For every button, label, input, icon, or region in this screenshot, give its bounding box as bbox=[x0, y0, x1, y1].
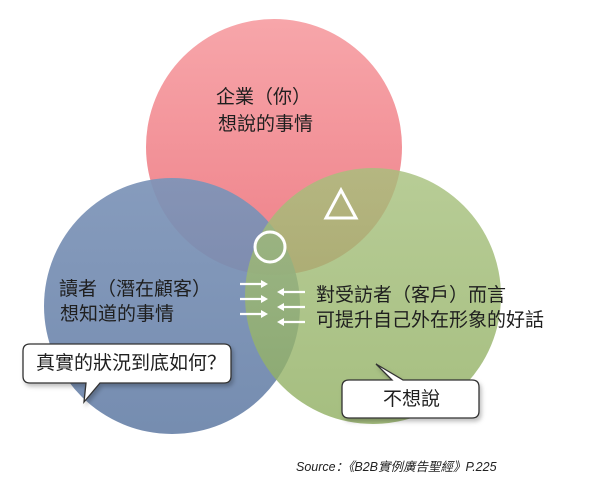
interviewee-callout-bubble bbox=[341, 363, 480, 419]
arrows-to-interviewee bbox=[240, 280, 268, 318]
reader-callout-bubble bbox=[22, 343, 232, 405]
reader-callout-text: 真實的狀況到底如何？ bbox=[36, 352, 227, 374]
interviewee-label-line1: 對受訪者（客戶）而言 bbox=[316, 284, 507, 306]
source-citation: Source：《B2B實例廣告聖經》P.225 bbox=[296, 460, 497, 474]
interviewee-label-line2: 可提升自己外在形象的好話 bbox=[316, 309, 545, 331]
circle-symbol bbox=[253, 230, 287, 264]
reader-label-line2: 想知道的事情 bbox=[60, 303, 175, 325]
arrows-to-reader bbox=[277, 288, 305, 326]
company-label-line1: 企業（你） bbox=[216, 86, 312, 108]
company-label-line2: 想說的事情 bbox=[218, 113, 314, 135]
interviewee-circle bbox=[245, 168, 501, 424]
triangle-symbol bbox=[323, 186, 359, 220]
reader-label-line1: 讀者（潛在顧客） bbox=[59, 278, 212, 300]
interviewee-callout-text: 不想說 bbox=[383, 388, 441, 410]
